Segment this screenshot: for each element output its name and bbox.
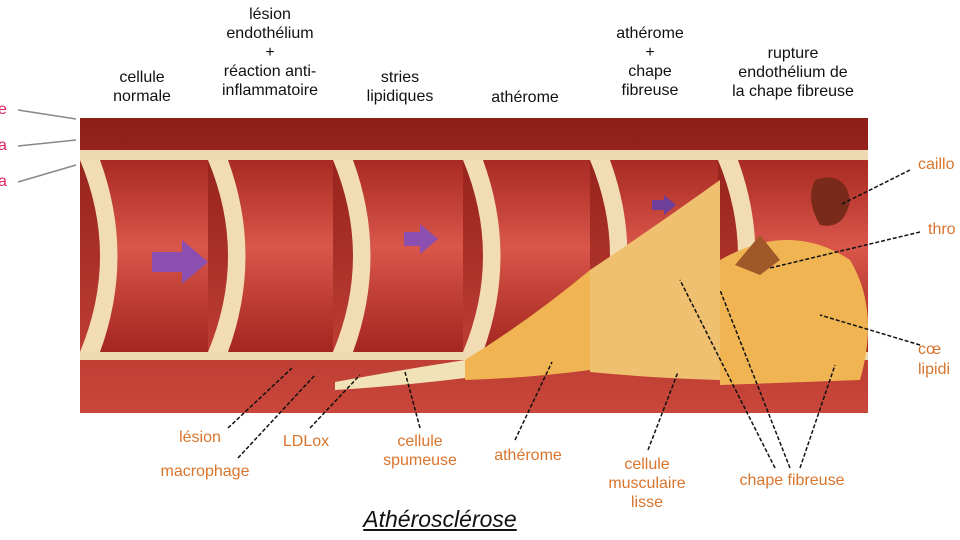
layer-label-adventice: e: [0, 101, 7, 118]
intima-layer: [80, 352, 210, 360]
stage-label-lesion: lésion endothélium + réaction anti- infl…: [221, 6, 319, 99]
flow-arrow-icon: [652, 195, 676, 215]
intima-layer: [80, 150, 210, 160]
stage-label-normal: cellule normale: [113, 69, 171, 105]
label-lipid-core: cœ lipidi: [918, 341, 951, 378]
diagram-title: Athérosclérose: [363, 506, 517, 532]
thrombus: [735, 235, 780, 275]
intima-layer: [590, 150, 720, 160]
label-thrombus: thro: [928, 221, 956, 238]
layer-label-intima: a: [0, 173, 7, 190]
layer-label-media: a: [0, 137, 7, 154]
intima-layer: [208, 150, 338, 160]
stage-label-fibrous-cap: athérome + chape fibreuse: [616, 25, 684, 99]
clot: [811, 177, 850, 226]
intima-layer: [463, 150, 593, 160]
label-lesion: lésion: [179, 429, 221, 446]
label-ldlox: LDLox: [282, 433, 330, 450]
intima-layer: [718, 150, 868, 160]
atheroma-plaque: [465, 270, 590, 380]
cut-edge: [80, 160, 118, 352]
artery-lumen: [228, 160, 338, 352]
artery-lumen: [353, 160, 463, 352]
intima-layer: [333, 150, 463, 160]
stage-label-streaks: stries lipidiques: [366, 69, 434, 105]
fibrous-cap-plaque: [590, 180, 720, 380]
flow-arrow-icon: [152, 240, 208, 284]
label-foam-cell: cellule spumeuse: [383, 433, 457, 469]
label-macrophage: macrophage: [160, 463, 250, 480]
intima-layer: [208, 352, 338, 360]
lipid-core: [720, 240, 868, 385]
lipid-streak: [335, 360, 465, 390]
flow-arrow-icon: [404, 224, 438, 254]
stage-label-atheroma: athérome: [491, 89, 559, 106]
cut-edge: [463, 160, 501, 352]
intima-layer: [333, 352, 463, 360]
label-caillot: caillo: [918, 156, 955, 173]
label-atheroma: athérome: [494, 447, 562, 464]
label-fibrous-cap: chape fibreuse: [739, 472, 845, 489]
cut-edge: [333, 160, 371, 352]
label-smooth-muscle-cell: cellule musculaire lisse: [608, 456, 686, 511]
stage-label-rupture: rupture endothélium de la chape fibreuse: [732, 45, 854, 100]
cut-edge: [208, 160, 246, 352]
